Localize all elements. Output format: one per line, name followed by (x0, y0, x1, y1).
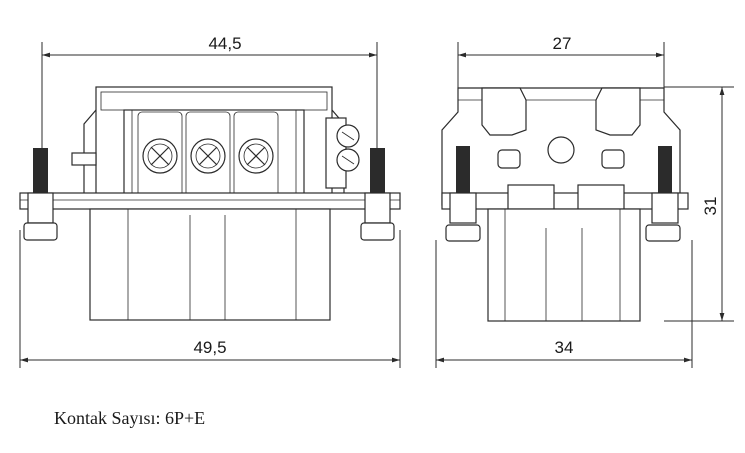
side-lower-body (487, 208, 641, 322)
dim-side-bottom-label: 34 (555, 338, 574, 357)
side-left-stud (445, 146, 481, 242)
dim-side-height-label: 31 (701, 197, 720, 216)
dim-side-top-label: 27 (553, 34, 572, 53)
front-view (19, 86, 401, 321)
side-view (441, 87, 689, 322)
left-stud (23, 148, 58, 241)
side-flange (441, 192, 689, 210)
dim-side-top: 27 (457, 34, 665, 88)
dim-front-bottom: 49,5 (19, 230, 401, 368)
front-lower-body (89, 208, 331, 321)
dim-front-bottom-label: 49,5 (193, 338, 226, 357)
dim-side-bottom: 34 (435, 240, 693, 368)
earth-screw (325, 117, 360, 189)
terminal-screw-2 (185, 111, 231, 208)
dim-side-height: 31 (664, 86, 734, 322)
center-hole (547, 136, 575, 164)
right-stud (360, 148, 395, 241)
side-housing-top (441, 87, 681, 206)
side-right-stud (645, 146, 681, 242)
dim-front-top: 44,5 (41, 34, 378, 150)
dim-front-top-label: 44,5 (208, 34, 241, 53)
front-flange (19, 192, 401, 210)
contact-count-caption: Kontak Sayısı: 6P+E (54, 408, 206, 428)
